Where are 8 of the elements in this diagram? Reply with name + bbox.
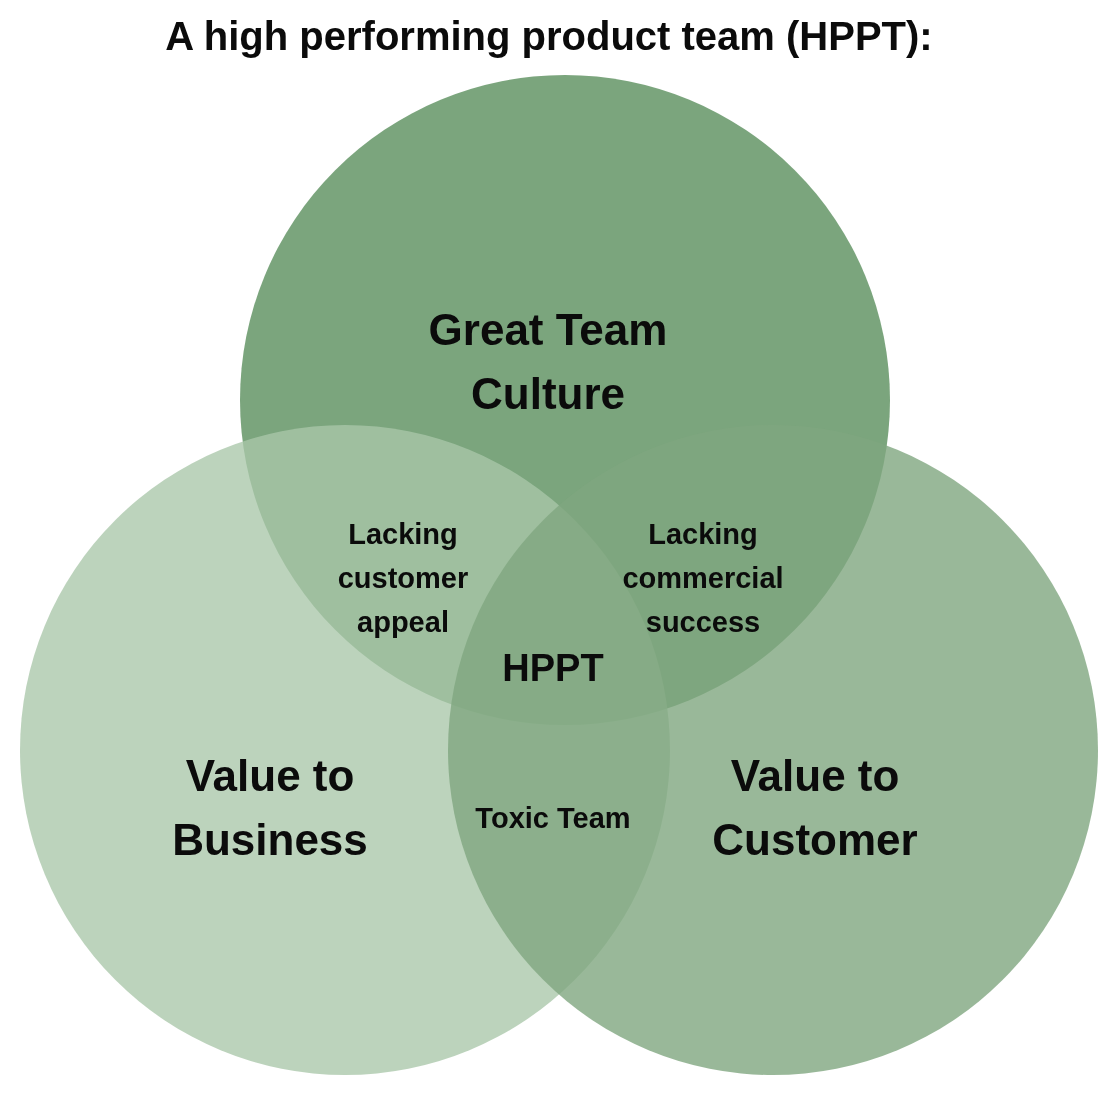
overlap-label: Lacking customer appeal: [336, 517, 470, 640]
overlap-label: Lacking commercial success: [621, 517, 785, 640]
diagram-title: A high performing product team (HPPT):: [164, 14, 934, 59]
overlap-label: HPPT: [501, 646, 605, 690]
circle-label: Great Team Culture: [427, 304, 669, 420]
overlap-label: Toxic Team: [474, 801, 632, 836]
circle-label: Value to Business: [171, 750, 369, 866]
circle-label: Value to Customer: [711, 750, 919, 866]
